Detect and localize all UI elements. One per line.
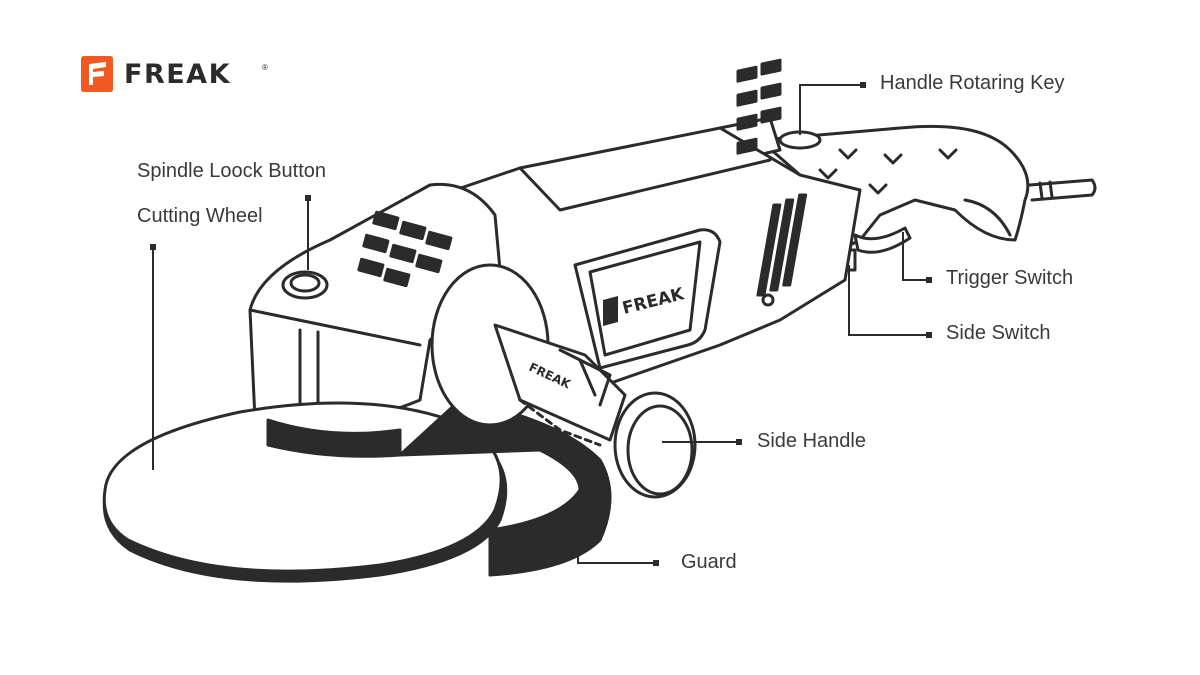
leader-side-switch (848, 265, 928, 336)
leader-dot (860, 82, 866, 88)
spindle-lock-button (281, 270, 329, 300)
label-side-switch: Side Switch (946, 322, 1051, 344)
leader-handle-rotaring-key (799, 84, 862, 135)
label-side-handle: Side Handle (757, 430, 866, 452)
leader-dot (653, 560, 659, 566)
brand-logo: FREAK (80, 54, 231, 94)
leader-dot (736, 439, 742, 445)
registered-mark: ® (262, 63, 268, 72)
leader-dot (926, 332, 932, 338)
motor-vents (736, 58, 808, 297)
trigger-switch (853, 226, 912, 254)
label-guard: Guard (681, 551, 737, 573)
brand-name: FREAK (124, 58, 231, 90)
leader-trigger-switch (902, 232, 928, 281)
leader-dot (305, 195, 311, 201)
label-spindle-lock-button: Spindle Loock Button (137, 160, 327, 182)
label-cutting-wheel: Cutting Wheel (137, 205, 263, 227)
vent-screw (761, 293, 775, 307)
power-cable (1028, 178, 1097, 202)
label-trigger-switch: Trigger Switch (946, 267, 1074, 289)
leader-dot (926, 277, 932, 283)
guard (266, 398, 612, 577)
head-vents (357, 210, 453, 288)
leader-guard (577, 520, 655, 564)
leader-dot (150, 244, 156, 250)
side-handle-assembly (430, 263, 697, 499)
label-handle-rotaring-key: Handle Rotaring Key (880, 72, 1065, 94)
freak-logo-icon (81, 56, 113, 92)
